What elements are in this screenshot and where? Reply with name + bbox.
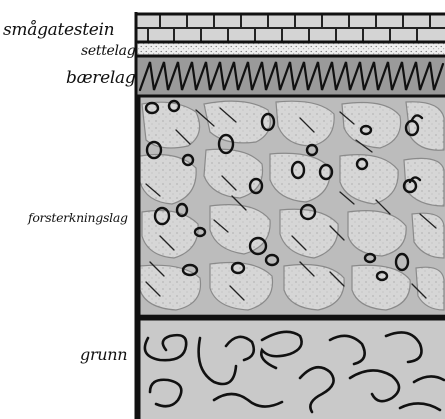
label-settelag: settelag: [81, 43, 136, 59]
layer-smagatestein: [136, 14, 445, 42]
label-smagatestein: smågatestein: [3, 20, 114, 40]
layer-barelag: [136, 56, 445, 96]
label-grunn: grunn: [80, 345, 127, 364]
label-barelag: bærelag: [66, 68, 136, 88]
label-forsterkningslag: forsterkningslag: [27, 210, 128, 225]
layer-settelag: [136, 42, 445, 56]
layer-forsterkningslag: [136, 96, 445, 314]
layer-grunn: [136, 318, 445, 419]
